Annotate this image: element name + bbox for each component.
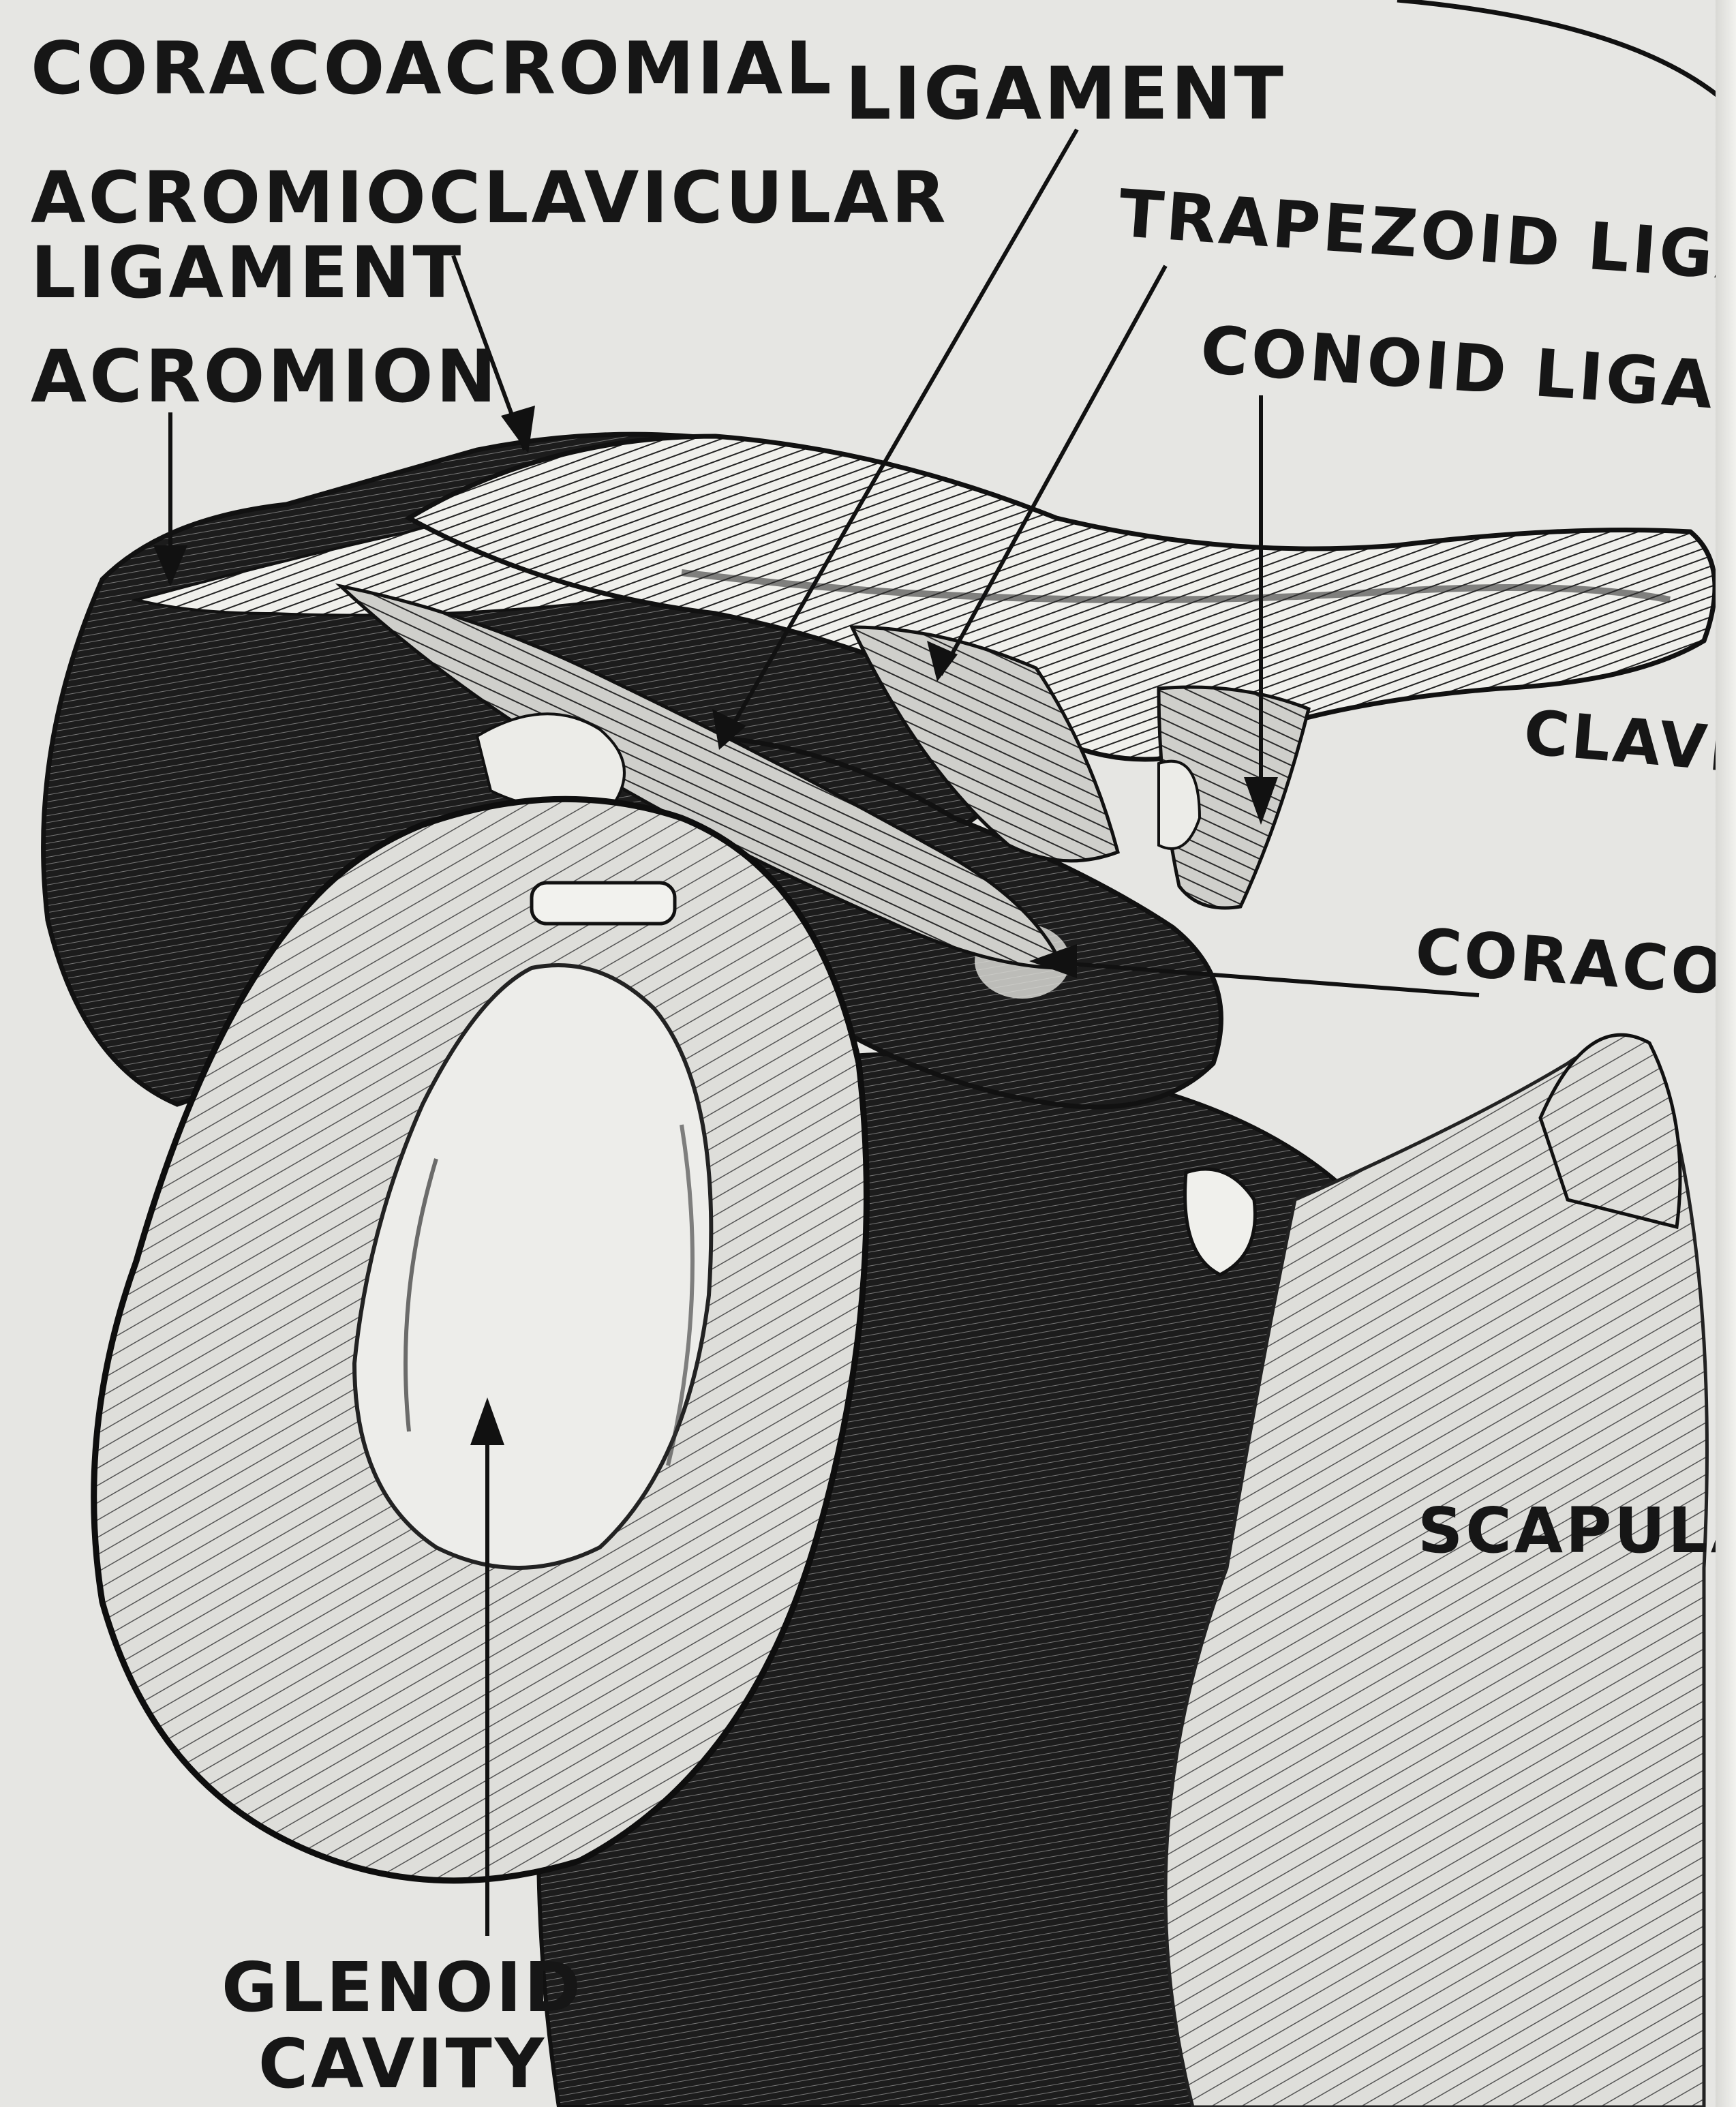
label-acromioclavicular-line2: LIGAMENT [31, 231, 463, 314]
label-glenoid-cavity: GLENOID CAVITY [222, 1950, 583, 2102]
label-coracoacromial: CORACOACROMIAL [31, 33, 834, 105]
label-glenoid-line2: CAVITY [222, 2026, 583, 2102]
label-scapula: SCAPULA [1418, 1500, 1736, 1562]
label-glenoid-line1: GLENOID [222, 1950, 583, 2026]
label-acromioclavicular-ligament: ACROMIOCLAVICULAR LIGAMENT [31, 160, 949, 310]
label-acromioclavicular-line1: ACROMIOCLAVICULAR [31, 156, 949, 239]
page-edge [1716, 0, 1736, 2107]
label-acromion: ACROMION [31, 341, 499, 413]
label-coracoacromial-ligament: LIGAMENT [845, 58, 1286, 130]
